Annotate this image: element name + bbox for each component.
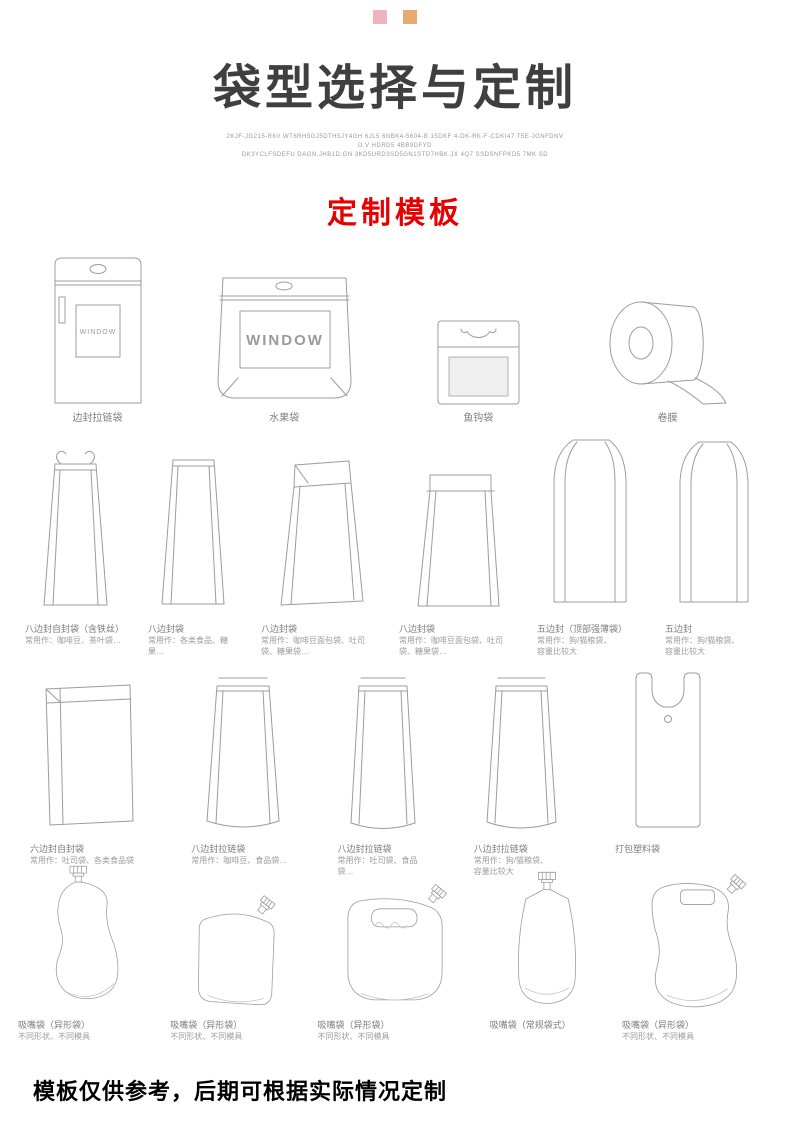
six-seal-bag-icon (30, 662, 145, 838)
spout-pouch-icon (490, 862, 605, 1014)
bag-item: 八边封自封袋（含铁丝） 常用作：咖啡豆、茶叶袋… (25, 428, 125, 657)
bag-name: 卷膜 (657, 413, 678, 424)
bag-name: 八边封袋 (261, 624, 298, 634)
bag-name: 五边封（顶部强薄袋） (537, 624, 628, 634)
bag-usage: 常用作：咖啡豆、食品袋… (191, 856, 288, 865)
bag-name: 打包塑料袋 (615, 844, 661, 854)
bag-usage: 不同形状、不同模具 (18, 1032, 90, 1041)
bag-usage: 常用作：咖啡豆、茶叶袋… (25, 636, 121, 645)
tin-tie-bag-icon (25, 428, 125, 618)
footer-note: 模板仅供参考，后期可根据实际情况定制 (33, 1079, 448, 1104)
bag-item: WINDOW 水果袋 (192, 253, 377, 425)
roll-film-icon (580, 253, 755, 408)
spout-pouch-icon (18, 862, 153, 1014)
fruit-window-bag-icon: WINDOW (192, 253, 377, 408)
bag-item: 八边封袋 常用作：咖啡豆面包袋、吐司袋、糖果袋… (261, 428, 376, 657)
bag-item: 吸嘴袋（异形袋） 不同形状、不同模具 (622, 862, 772, 1042)
page-title: 袋型选择与定制 (212, 62, 577, 115)
hook-bag-icon (403, 253, 553, 408)
tshirt-bag-icon (615, 662, 720, 838)
svg-text:WINDOW: WINDOW (79, 329, 116, 336)
bag-item: 鱼钩袋 (403, 253, 553, 425)
bag-row-3: 六边封自封袋 常用作：吐司袋、各类食品袋 八边封拉链袋 常用作 (30, 662, 720, 877)
zipper-window-bag-icon: WINDOW (30, 253, 165, 408)
bag-usage: 常用作：狗/猫粮袋、 容量比较大 (665, 636, 740, 656)
bag-name: 边封拉链袋 (72, 413, 123, 424)
fold-top-bag-icon (399, 428, 514, 618)
bag-row-2: 八边封自封袋（含铁丝） 常用作：咖啡豆、茶叶袋… 八边封袋 常用作：各类食品、糖… (25, 428, 765, 657)
bag-item: 打包塑料袋 (615, 662, 720, 877)
spout-pouch-icon (622, 862, 772, 1014)
bag-name: 八边封拉链袋 (337, 844, 392, 854)
bag-name: 八边封自封袋（含铁丝） (25, 624, 125, 634)
bag-row-4: 吸嘴袋（异形袋） 不同形状、不同模具 (18, 862, 772, 1042)
bag-name: 水果袋 (269, 413, 300, 424)
fold-top-bag-icon (261, 428, 376, 618)
bag-item: 五边封 常用作：狗/猫粮袋、 容量比较大 (665, 428, 765, 657)
fine-print-line: 2KJF-JG215-R6V WT6RH5GJ5DTH5JY4GH 6JL5 6… (226, 134, 564, 140)
bag-name: 吸嘴袋（常规袋式） (489, 1020, 571, 1030)
eight-seal-bag-icon (148, 428, 238, 618)
bag-name: 八边封袋 (148, 624, 185, 634)
decor-squares (0, 10, 790, 24)
bag-item: 八边封袋 常用作：各类食品、糖果… (148, 428, 238, 657)
orange-square-icon (403, 10, 417, 24)
bag-item: 吸嘴袋（异形袋） 不同形状、不同模具 (318, 862, 473, 1042)
bag-item: 五边封（顶部强薄袋） 常用作：狗/猫粮袋， 容量比较大 (537, 428, 642, 657)
bag-name: 五边封 (665, 624, 693, 634)
fine-print-line: D.V HDRD5 4BB9DFYD (357, 143, 432, 149)
bag-usage: 常用作：咖啡豆面包袋、吐司袋、糖果袋… (399, 636, 503, 656)
bag-item: 卷膜 (580, 253, 755, 425)
bag-usage: 常用作：狗/猫粮袋， 容量比较大 (537, 636, 612, 656)
bag-usage: 常用作：吐司袋、食品袋… (337, 856, 418, 876)
zipper-gusset-bag-icon (338, 662, 428, 838)
bag-usage: 常用作：吐司袋、各类食品袋 (30, 856, 134, 865)
zipper-gusset-bag-icon (191, 662, 291, 838)
five-seal-bag-icon (537, 428, 642, 618)
bag-item: 吸嘴袋（异形袋） 不同形状、不同模具 (18, 862, 153, 1042)
section-subtitle: 定制模板 (327, 197, 463, 230)
bag-name: 八边封袋 (399, 624, 436, 634)
bag-usage: 常用作：咖啡豆面包袋、吐司袋、糖果袋… (261, 636, 365, 656)
bag-name: 吸嘴袋（异形袋） (170, 1020, 243, 1030)
bag-item: 六边封自封袋 常用作：吐司袋、各类食品袋 (30, 662, 145, 877)
bag-item: 八边封拉链袋 常用作：狗/猫粮袋、 容量比较大 (474, 662, 569, 877)
bag-usage: 不同形状、不同模具 (317, 1032, 390, 1041)
bag-usage: 常用作：狗/猫粮袋、 容量比较大 (473, 856, 548, 876)
bag-row-1: WINDOW 边封拉链袋 WINDOW (30, 253, 755, 425)
fine-print: 2KJF-JG215-R6V WT6RH5GJ5DTH5JY4GH 6JL5 6… (0, 133, 790, 160)
bag-item: 八边封拉链袋 常用作：吐司袋、食品袋… (338, 662, 428, 877)
bag-item: 吸嘴袋（异形袋） 不同形状、不同模具 (170, 862, 300, 1042)
bag-name: 六边封自封袋 (30, 844, 85, 854)
svg-text:WINDOW: WINDOW (246, 332, 324, 349)
bag-item: 八边封袋 常用作：咖啡豆面包袋、吐司袋、糖果袋… (399, 428, 514, 657)
bag-name: 吸嘴袋（异形袋） (317, 1020, 390, 1030)
bag-usage: 不同形状、不同模具 (170, 1032, 243, 1041)
pink-square-icon (373, 10, 387, 24)
zipper-gusset-bag-icon (474, 662, 569, 838)
bag-usage: 不同形状、不同模具 (622, 1032, 694, 1041)
bag-item: 八边封拉链袋 常用作：咖啡豆、食品袋… (191, 662, 291, 877)
bag-name: 吸嘴袋（异形袋） (18, 1020, 91, 1030)
bag-usage: 常用作：各类食品、糖果… (148, 636, 228, 656)
bag-item: WINDOW 边封拉链袋 (30, 253, 165, 425)
fine-print-line: DK3YCLFSDEFU DAGN.JHB1D.GN 3KD5URD3SD5GN… (241, 152, 549, 158)
bag-name: 八边封拉链袋 (473, 844, 528, 854)
bag-name: 吸嘴袋（异形袋） (622, 1020, 695, 1030)
spout-pouch-icon (170, 862, 300, 1014)
five-seal-bag-icon (665, 428, 765, 618)
bag-name: 鱼钩袋 (463, 413, 494, 424)
spout-pouch-icon (318, 862, 473, 1014)
bag-name: 八边封拉链袋 (191, 844, 246, 854)
bag-item: 吸嘴袋（常规袋式） (490, 862, 605, 1042)
